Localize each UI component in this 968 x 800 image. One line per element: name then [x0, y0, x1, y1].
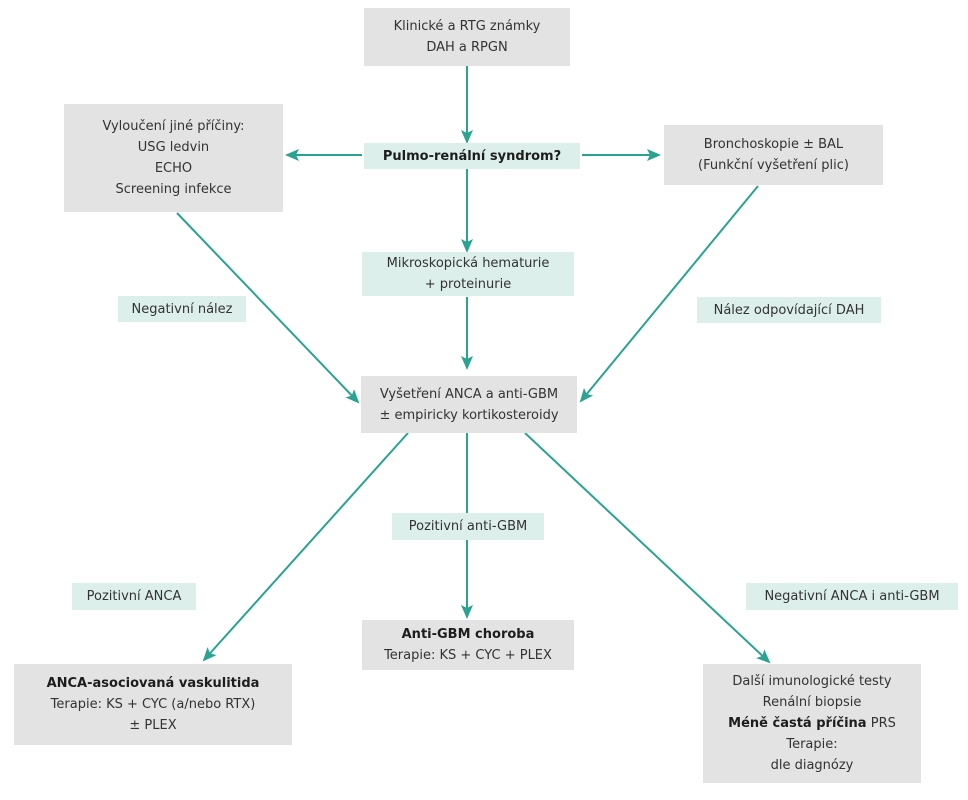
anca-testing-box-line-2: ± empiricky kortikosteroidy — [379, 407, 559, 423]
pulmo-renal-box: Pulmo-renální syndrom? — [364, 143, 580, 169]
start-box: Klinické a RTG známky DAH a RPGN — [364, 8, 570, 66]
further-tests-cause-rest: PRS — [866, 716, 896, 731]
further-tests-cause: Méně častá příčina PRS — [728, 713, 896, 734]
positive-antigbm-text: Pozitivní anti-GBM — [408, 519, 528, 534]
antigbm-disease-box: Anti-GBM choroba Terapie: KS + CYC + PLE… — [362, 620, 574, 670]
bronchoscopy-box-line-1: Bronchoskopie ± BAL — [703, 137, 844, 152]
positive-anca-label: Pozitivní ANCA — [72, 583, 196, 610]
dah-finding-text: Nález odpovídající DAH — [713, 302, 865, 318]
further-tests-box: Další imunologické testy Renální biopsie… — [703, 664, 921, 783]
anca-vasculitis-box: ANCA-asociovaná vaskulitida Terapie: KS … — [14, 664, 292, 745]
arrow-exclusion-to-anca-test — [176, 212, 360, 404]
further-tests-therapy-2: dle diagnózy — [770, 758, 854, 773]
bronchoscopy-box: Bronchoskopie ± BAL (Funkční vyšetření p… — [664, 125, 883, 185]
anca-vasculitis-plex: ± PLEX — [129, 718, 177, 733]
start-box-line-2: DAH a RPGN — [426, 40, 508, 55]
negative-anca-label: Negativní ANCA i anti-GBM — [746, 583, 958, 610]
further-tests-therapy-1: Terapie: — [786, 737, 838, 752]
hematuria-box-line-2: + proteinurie — [424, 277, 512, 292]
negative-finding-text: Negativní nález — [131, 301, 233, 317]
exclusion-box-line-1: Vyloučení jiné příčiny: — [102, 119, 245, 134]
exclusion-box-line-2: USG ledvin — [137, 140, 210, 155]
further-tests-line-2: Renální biopsie — [762, 695, 862, 710]
positive-antigbm-label: Pozitivní anti-GBM — [392, 513, 544, 540]
negative-anca-text: Negativní ANCA i anti-GBM — [764, 589, 940, 604]
hematuria-box-line-1: Mikroskopická hematurie — [386, 256, 550, 271]
arrow-anca-test-to-vaskulitida — [202, 432, 409, 662]
anca-vasculitis-therapy: Terapie: KS + CYC (a/nebo RTX) — [50, 697, 256, 712]
start-box-line-1: Klinické a RTG známky — [393, 19, 541, 34]
negative-finding-label: Negativní nález — [118, 296, 246, 322]
anca-testing-box-line-1: Vyšetření ANCA a anti-GBM — [379, 386, 559, 402]
exclusion-box-line-4: Screening infekce — [115, 182, 232, 197]
pulmo-renal-label: Pulmo-renální syndrom? — [382, 148, 562, 164]
positive-anca-text: Pozitivní ANCA — [86, 589, 182, 604]
further-tests-cause-bold: Méně častá příčina — [728, 716, 867, 731]
exclusion-box: Vyloučení jiné příčiny: USG ledvin ECHO … — [64, 104, 283, 212]
antigbm-disease-therapy: Terapie: KS + CYC + PLEX — [384, 648, 552, 663]
exclusion-box-line-3: ECHO — [154, 161, 193, 176]
bronchoscopy-box-line-2: (Funkční vyšetření plic) — [698, 158, 849, 173]
anca-testing-box: Vyšetření ANCA a anti-GBM ± empiricky ko… — [361, 376, 577, 433]
dah-finding-label: Nález odpovídající DAH — [697, 297, 881, 323]
anca-vasculitis-title: ANCA-asociovaná vaskulitida — [46, 676, 260, 691]
hematuria-box: Mikroskopická hematurie + proteinurie — [362, 252, 574, 296]
further-tests-line-1: Další imunologické testy — [732, 674, 892, 689]
arrow-broncho-to-anca-test — [579, 185, 759, 403]
antigbm-disease-title: Anti-GBM choroba — [401, 627, 535, 642]
arrow-anca-test-to-dalsi — [524, 432, 771, 664]
